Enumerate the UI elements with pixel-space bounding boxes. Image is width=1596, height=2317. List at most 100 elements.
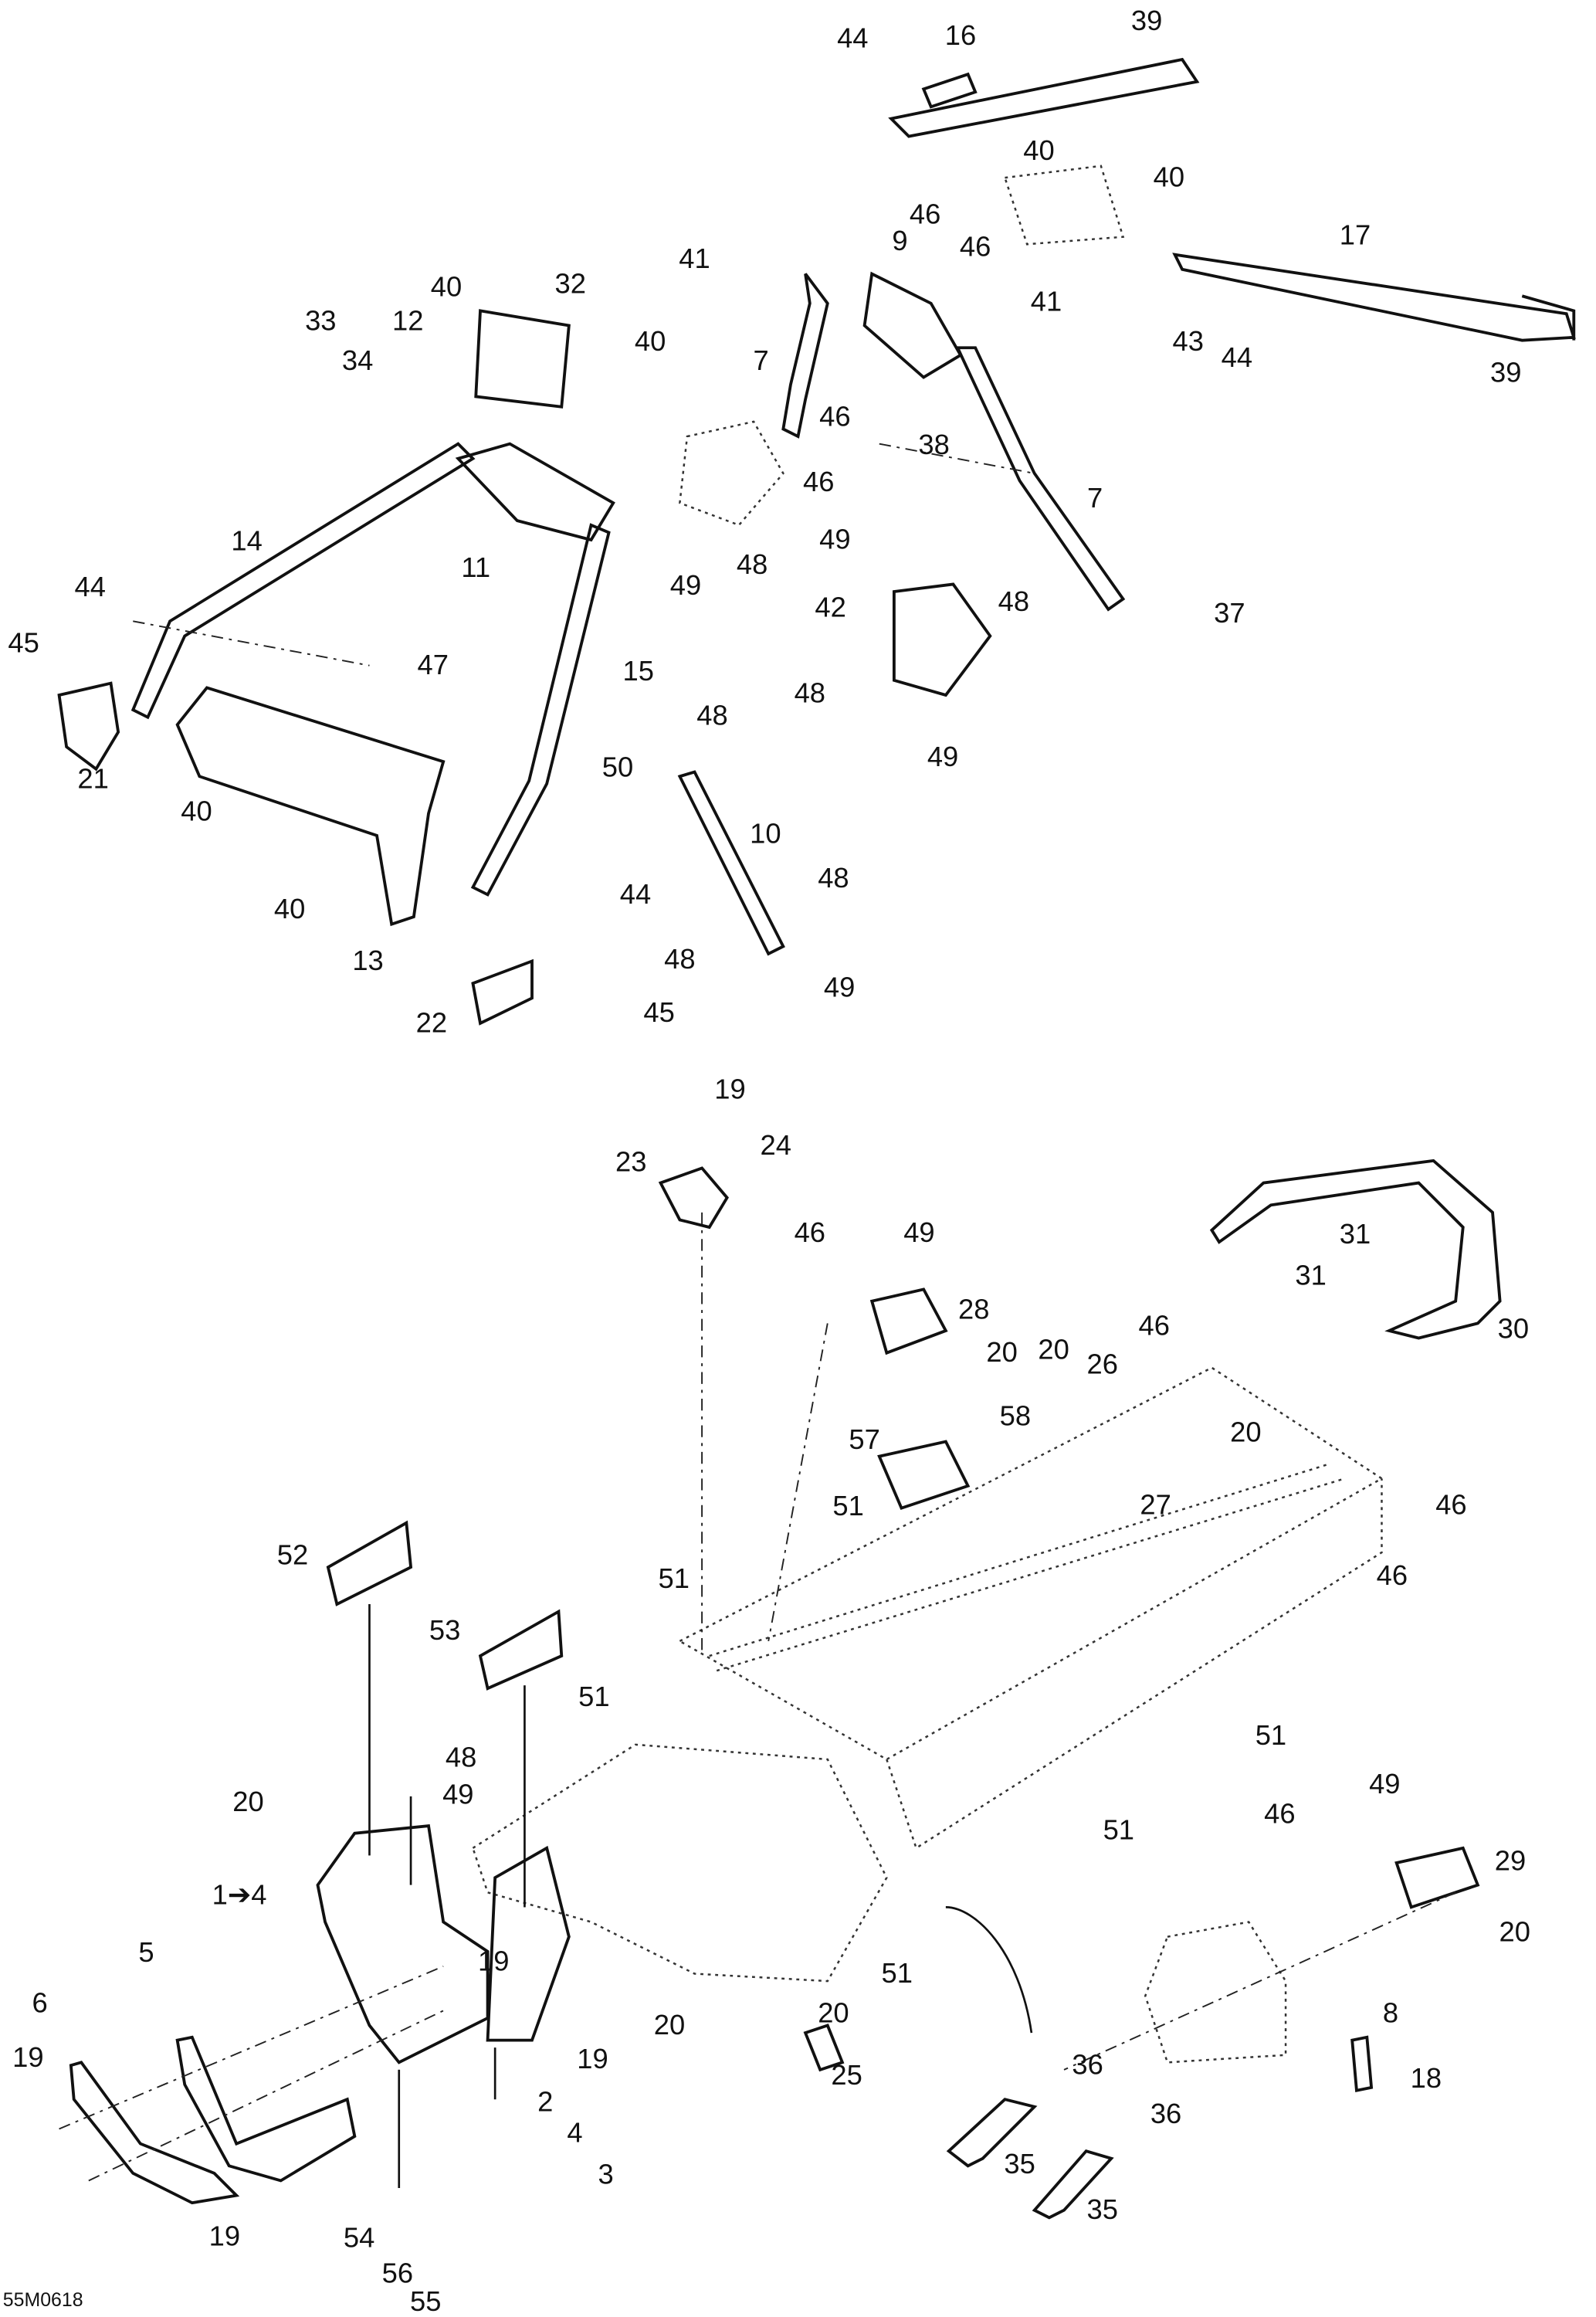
callout-label: 20	[1499, 1915, 1530, 1947]
callout-label: 40	[635, 325, 666, 357]
callout-label: 40	[181, 796, 212, 827]
callout-label: 57	[849, 1423, 879, 1455]
callout-label: 29	[1495, 1845, 1526, 1877]
part-17-bar	[1172, 253, 1576, 342]
callout-label: 30	[1498, 1313, 1529, 1345]
callout-label: 5	[138, 1936, 154, 1968]
callout-label: 44	[837, 22, 868, 54]
callout-label: 13	[352, 945, 383, 976]
callout-label: 44	[75, 571, 106, 602]
part-6-bar	[69, 2061, 240, 2205]
callout-label: 49	[670, 569, 701, 601]
part-5-plate	[175, 2035, 357, 2183]
part-35-right	[1032, 2149, 1114, 2220]
callout-label: 51	[1255, 1719, 1286, 1751]
part-11-plate	[455, 442, 615, 542]
callout-label: 20	[986, 1336, 1017, 1368]
callout-label: 48	[446, 1742, 476, 1773]
callout-label: 20	[1230, 1416, 1261, 1448]
callout-label: 24	[761, 1129, 791, 1161]
callout-label: 39	[1131, 5, 1162, 36]
callout-label: 20	[818, 1997, 849, 2029]
callout-label: 20	[654, 2009, 685, 2041]
callout-label: 2	[537, 2086, 553, 2118]
callout-label: 45	[643, 996, 674, 1028]
callout-label: 43	[1173, 325, 1204, 357]
callout-label: 50	[602, 751, 633, 782]
part-14-bar	[130, 442, 476, 720]
callout-label: 48	[818, 862, 849, 894]
part-tunnel	[677, 1366, 1384, 1850]
callout-label: 48	[795, 677, 825, 709]
part-30-bumper	[1209, 1158, 1502, 1340]
callout-label: 49	[927, 741, 958, 772]
callout-label: 32	[555, 267, 586, 299]
callout-label: 52	[277, 1538, 308, 1570]
callout-label: 46	[819, 401, 850, 433]
part-28-bracket	[869, 1287, 948, 1355]
part-25-clip	[803, 2024, 845, 2072]
callout-label: 4	[567, 2117, 582, 2149]
callout-label: 44	[1222, 341, 1252, 373]
callout-label: 48	[737, 548, 768, 580]
arrow-lines	[368, 1604, 1033, 2189]
callout-label: 55	[410, 2285, 441, 2317]
callout-label: 19	[577, 2043, 608, 2074]
part-53-block	[478, 1609, 564, 1691]
callout-label: 54	[344, 2222, 374, 2254]
callout-label: 49	[903, 1216, 934, 1248]
callout-label: 46	[910, 198, 940, 230]
callout-label: 37	[1214, 597, 1245, 629]
callout-label: 11	[461, 551, 490, 583]
callout-label: 46	[803, 466, 834, 497]
callout-label: 12	[392, 304, 423, 336]
callout-label: 41	[1031, 285, 1062, 317]
callout-label: 46	[1377, 1559, 1408, 1591]
callout-label: 40	[431, 270, 462, 302]
callout-label: 51	[832, 1490, 863, 1521]
callout-label: 40	[1154, 161, 1184, 193]
part-side-panel	[1144, 1921, 1287, 2064]
callout-label: 10	[750, 817, 781, 849]
callout-label: 14	[231, 524, 262, 556]
part-9-bracket	[862, 271, 963, 379]
callout-label: 48	[696, 699, 727, 731]
part-7-right	[955, 346, 1126, 612]
part-rail-left	[709, 1463, 1346, 1672]
callout-label: 35	[1004, 2148, 1035, 2180]
callout-label: 19	[478, 1946, 509, 1977]
part-29-bracket	[1394, 1846, 1480, 1909]
callout-label: 15	[623, 655, 654, 687]
callout-label: 58	[1000, 1399, 1031, 1431]
part-7-left	[781, 273, 829, 439]
callout-label: 39	[1490, 356, 1521, 388]
callout-label: 46	[1264, 1797, 1295, 1829]
part-21-bracket	[57, 681, 120, 772]
callout-label: 53	[429, 1614, 460, 1646]
callout-label: 46	[795, 1216, 825, 1248]
callout-label: 51	[578, 1681, 609, 1712]
callout-label: 40	[274, 893, 305, 924]
callout-label: 22	[416, 1006, 447, 1038]
part-16-bar	[888, 57, 1200, 138]
part-23-bracket	[658, 1166, 729, 1230]
callout-label: 51	[659, 1562, 690, 1594]
part-1-4-frame	[316, 1824, 490, 2064]
callout-label: 46	[1139, 1310, 1170, 1342]
callout-label: 48	[664, 943, 695, 975]
callout-label: 6	[32, 1986, 48, 2018]
callout-label: 20	[1038, 1333, 1069, 1365]
callout-label: 35	[1087, 2193, 1118, 2225]
callout-label: 27	[1140, 1488, 1171, 1520]
part-outlines	[57, 57, 1576, 2220]
callout-label: 51	[882, 1957, 913, 1989]
part-15-bar	[470, 523, 611, 897]
callout-label: 19	[714, 1074, 745, 1105]
callout-label: 21	[77, 763, 108, 795]
callout-label: 45	[8, 627, 39, 659]
diagram-id: 55M0618	[3, 2289, 83, 2311]
part-35-left	[946, 2098, 1038, 2168]
part-8-strip	[1350, 2035, 1374, 2093]
